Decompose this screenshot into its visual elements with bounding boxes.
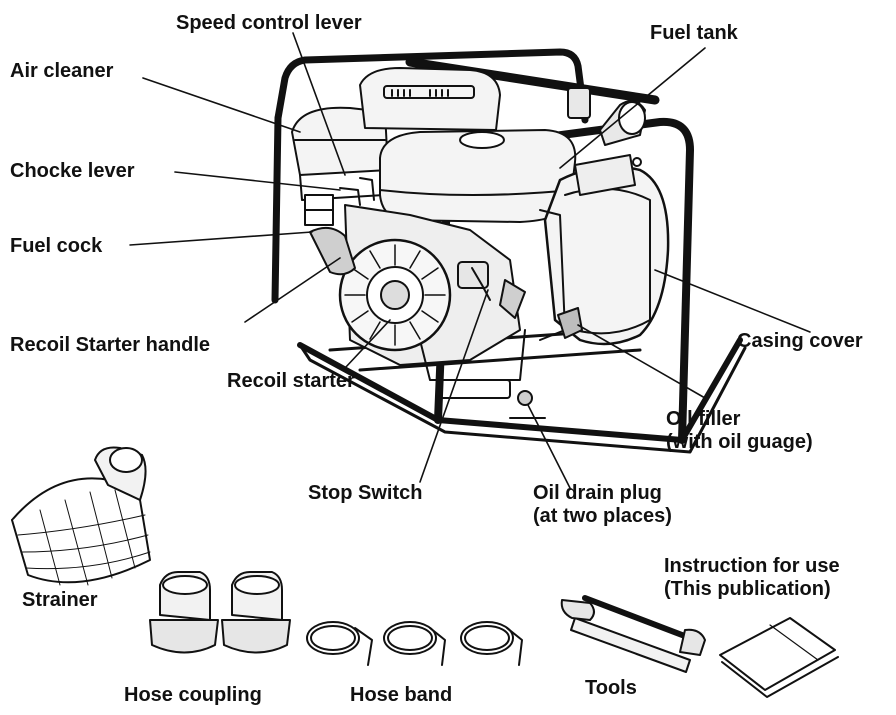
hose-coupling-illustration [149, 571, 291, 654]
label-instruction-line2: (This publication) [664, 578, 831, 600]
label-oil-drain-plug-line1: Oil drain plug [533, 482, 662, 504]
starter-handle [309, 226, 356, 276]
label-hose-coupling: Hose coupling [124, 684, 262, 706]
leader-lines [129, 32, 811, 489]
label-oil-filler-line1: Oil filler [666, 408, 741, 430]
label-casing-cover: Casing cover [737, 330, 863, 352]
strainer-illustration [11, 446, 151, 586]
fuel-tank [379, 129, 577, 223]
label-fuel-tank: Fuel tank [650, 22, 738, 44]
label-recoil-starter-handle: Recoil Starter handle [10, 334, 211, 356]
label-air-cleaner: Air cleaner [10, 60, 114, 82]
stop-switch [457, 261, 526, 319]
label-tools: Tools [585, 677, 637, 699]
label-choke-lever: Chocke lever [10, 160, 135, 182]
label-fuel-cock: Fuel cock [10, 235, 103, 257]
label-stop-switch: Stop Switch [308, 482, 423, 504]
label-oil-drain-plug-line2: (at two places) [533, 505, 672, 527]
hose-band-illustration [306, 621, 523, 666]
label-hose-band: Hose band [350, 684, 453, 706]
label-strainer: Strainer [22, 589, 98, 611]
label-instruction: Instruction for use (This publication) [664, 555, 840, 601]
label-recoil-starter: Recoil starter [227, 370, 355, 392]
label-oil-drain-plug: Oil drain plug (at two places) [533, 482, 672, 528]
engine-top [359, 67, 501, 131]
pump-casing [539, 87, 670, 346]
control-levers [304, 177, 375, 226]
tools-illustration [560, 595, 706, 673]
booklet-illustration [719, 617, 839, 698]
oil-drain-plug [509, 390, 546, 419]
recoil-starter [338, 238, 452, 352]
label-oil-filler-line2: (with oil guage) [666, 431, 813, 453]
label-speed-control-lever: Speed control lever [176, 12, 362, 34]
label-instruction-line1: Instruction for use [664, 555, 840, 577]
label-oil-filler: Oil filler (with oil guage) [666, 408, 813, 454]
